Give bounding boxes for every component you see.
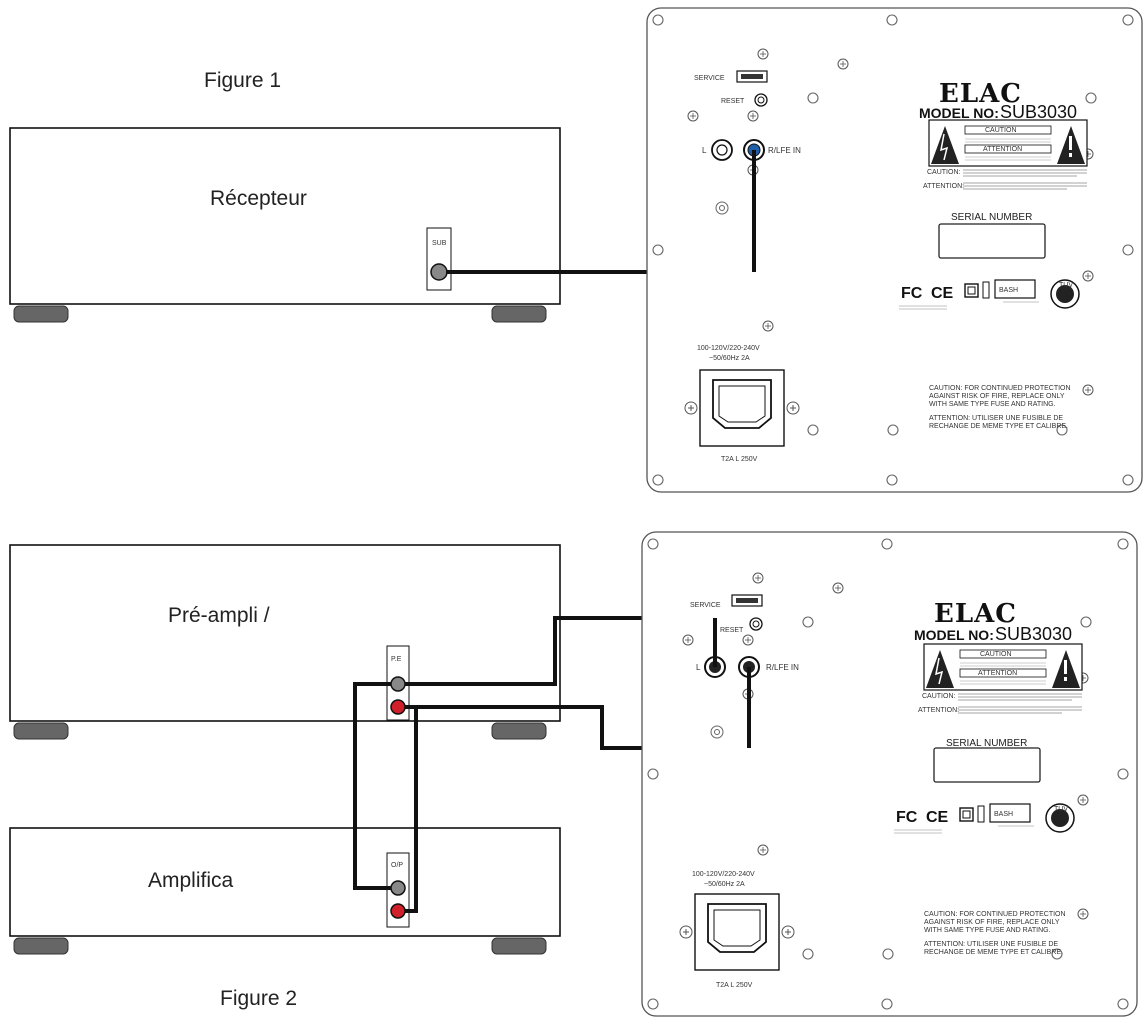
power-rating-line2-2: ~50/60Hz 2A (704, 881, 745, 888)
attention-side-label-2: ATTENTION: (918, 707, 959, 714)
caution-side-label: CAUTION: (927, 169, 961, 176)
ce-mark-2: CE (926, 809, 949, 826)
tuv-mark-2: TÜV (1054, 805, 1068, 813)
fuse-label: T2A L 250V (721, 456, 758, 463)
fuse-caution-2: AGAINST RISK OF FIRE, REPLACE ONLY (929, 393, 1065, 400)
figure-1-title: Figure 1 (204, 69, 281, 92)
preamp-out-left-jack (390, 676, 406, 692)
fuse-attention-1: ATTENTION: UTILISER UNE FUSIBLE DE (929, 415, 1063, 422)
amplifier-label: Amplifica (148, 869, 234, 892)
serial-label: SERIAL NUMBER (951, 212, 1032, 223)
warning-caution-label: CAUTION (985, 127, 1017, 134)
sub-terminal-label: SUB (432, 240, 447, 247)
preamp-label: Pré-ampli / (168, 604, 270, 627)
model-prefix: MODEL NO: (919, 105, 999, 121)
fuse-caution-3: WITH SAME TYPE FUSE AND RATING. (929, 401, 1056, 408)
input-left-label: L (702, 146, 707, 155)
subwoofer-rear-panel-2: SERVICE RESET L R/LFE IN ELAC MODEL NO: … (641, 531, 1138, 1017)
amplifier-device (9, 827, 561, 955)
brand-logo: ELAC (939, 79, 1022, 109)
warning-caution-label-2: CAUTION (980, 651, 1012, 658)
ce-mark: CE (931, 285, 954, 302)
power-rating-line2: ~50/60Hz 2A (709, 355, 750, 362)
model-number: SUB3030 (1000, 102, 1077, 122)
fuse-caution-2-2: AGAINST RISK OF FIRE, REPLACE ONLY (924, 919, 1060, 926)
fuse-caution-1: CAUTION: FOR CONTINUED PROTECTION (929, 385, 1071, 392)
fcc-mark-2: FC (896, 809, 918, 826)
bash-mark: BASH (999, 287, 1018, 294)
warning-attention-label: ATTENTION (983, 146, 1022, 153)
fuse-caution-3-2: WITH SAME TYPE FUSE AND RATING. (924, 927, 1051, 934)
input-right-label-2: R/LFE IN (766, 663, 799, 672)
subwoofer-rear-panel-1: SERVICE RESET L R/LFE IN ELAC MODEL NO: … (646, 7, 1143, 493)
fuse-label-2: T2A L 250V (716, 982, 753, 989)
preamp-device (9, 544, 561, 740)
fuse-attention-2: RECHANGE DE MEME TYPE ET CALIBRE. (929, 423, 1068, 430)
model-number-2: SUB3030 (995, 624, 1072, 644)
amp-terminal-label: O/P (391, 862, 403, 869)
left-loop-cable (353, 682, 391, 890)
tuv-mark: TÜV (1059, 281, 1073, 289)
reset-label: RESET (721, 98, 745, 105)
right-loop-cable (405, 705, 418, 913)
service-label-2: SERVICE (690, 602, 721, 609)
sub-out-jack (430, 263, 448, 281)
input-right-label: R/LFE IN (768, 146, 801, 155)
input-left-label-2: L (696, 663, 701, 672)
fuse-attention-1-2: ATTENTION: UTILISER UNE FUSIBLE DE (924, 941, 1058, 948)
preamp-out-right-jack (390, 699, 406, 715)
preamp-terminal-label: P.E (391, 656, 402, 663)
receiver-device (9, 127, 561, 323)
figure-1: Figure 1 Récepteur SUB SERVICE RESET L R… (9, 7, 1143, 493)
fuse-caution-1-2: CAUTION: FOR CONTINUED PROTECTION (924, 911, 1066, 918)
figure-2: Pré-ampli / Amplifica Figure 2 P.E O/P S… (9, 531, 1138, 1017)
fuse-attention-2-2: RECHANGE DE MEME TYPE ET CALIBRE. (924, 949, 1063, 956)
power-rating-line1: 100-120V/220-240V (697, 345, 760, 352)
amp-in-left-jack (390, 880, 406, 896)
fcc-mark: FC (901, 285, 923, 302)
caution-side-label-2: CAUTION: (922, 693, 956, 700)
bash-mark-2: BASH (994, 811, 1013, 818)
service-label: SERVICE (694, 75, 725, 82)
attention-side-label: ATTENTION: (923, 183, 964, 190)
figure-2-title: Figure 2 (220, 987, 297, 1010)
receiver-label: Récepteur (210, 187, 307, 210)
model-prefix-2: MODEL NO: (914, 627, 994, 643)
amp-in-right-jack (390, 903, 406, 919)
brand-logo-2: ELAC (934, 599, 1017, 629)
serial-label-2: SERIAL NUMBER (946, 738, 1027, 749)
warning-attention-label-2: ATTENTION (978, 670, 1017, 677)
power-rating-line1-2: 100-120V/220-240V (692, 871, 755, 878)
reset-label-2: RESET (720, 627, 744, 634)
